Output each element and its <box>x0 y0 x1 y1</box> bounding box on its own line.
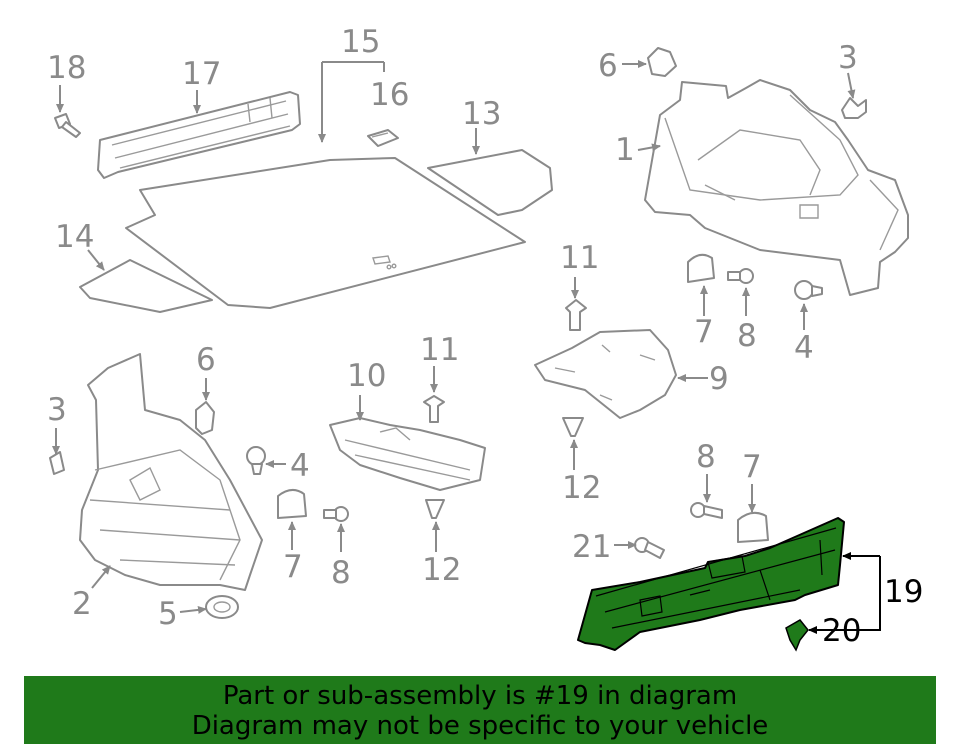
part-14-board[interactable] <box>79 259 213 313</box>
callout-9: 9 <box>709 361 729 397</box>
callout-3-upper: 3 <box>838 40 858 76</box>
part-8-bolt-upper[interactable] <box>727 268 754 284</box>
info-banner: Part or sub-assembly is #19 in diagram D… <box>24 676 936 744</box>
callout-15: 15 <box>341 24 380 60</box>
banner-line-1: Part or sub-assembly is #19 in diagram <box>222 681 738 711</box>
callout-2: 2 <box>72 586 92 622</box>
callout-12-right: 12 <box>562 470 601 506</box>
part-7-cap-upper[interactable] <box>687 253 715 283</box>
callout-21: 21 <box>572 529 611 565</box>
callout-14: 14 <box>55 219 94 255</box>
part-6-clip-left[interactable] <box>195 401 215 435</box>
part-19-sill-plate-highlighted[interactable] <box>577 517 845 651</box>
part-10-bracket[interactable] <box>329 417 486 491</box>
callout-labels: 18 17 15 16 13 14 6 3 1 11 7 8 4 9 12 10… <box>47 24 923 649</box>
part-11-clip-middle[interactable] <box>423 395 445 423</box>
callout-5: 5 <box>158 596 178 632</box>
part-12-clip-right[interactable] <box>562 417 584 437</box>
part-11-clip-right[interactable] <box>565 299 587 331</box>
part-1-quarter-trim[interactable] <box>644 79 909 296</box>
part-20-clip[interactable] <box>785 619 809 652</box>
part-9-cover[interactable] <box>534 329 677 419</box>
callout-8-upper: 8 <box>737 318 757 354</box>
callout-16: 16 <box>370 77 409 113</box>
part-4-clip-upper[interactable] <box>794 280 823 300</box>
part-8-bolt-lower[interactable] <box>690 502 723 519</box>
callout-1: 1 <box>615 132 635 168</box>
callout-20: 20 <box>822 613 861 649</box>
part-2-quarter-trim[interactable] <box>79 353 263 591</box>
part-3-clip-upper[interactable] <box>841 97 867 119</box>
callout-6-upper: 6 <box>598 48 618 84</box>
part-6-clip-upper[interactable] <box>647 47 677 77</box>
callout-8-lower: 8 <box>696 439 716 475</box>
part-15-floor-board[interactable] <box>125 157 526 309</box>
part-13-cover[interactable] <box>427 149 553 216</box>
part-17-deck-board-brace[interactable] <box>97 91 301 179</box>
part-4-clip-left[interactable] <box>246 446 266 475</box>
callout-12-middle: 12 <box>422 552 461 588</box>
part-21-bolt[interactable] <box>634 537 665 559</box>
callout-7-lower: 7 <box>742 449 762 485</box>
part-7-cap-lower[interactable] <box>737 511 769 543</box>
callout-6-left: 6 <box>196 342 216 378</box>
callout-13: 13 <box>462 96 501 132</box>
callout-7-upper: 7 <box>694 314 714 350</box>
callout-7-left: 7 <box>283 549 303 585</box>
banner-line-2: Diagram may not be specific to your vehi… <box>191 711 769 741</box>
part-12-clip-middle[interactable] <box>425 499 445 519</box>
part-7-cap-left[interactable] <box>277 489 307 519</box>
part-18-bolt[interactable] <box>54 113 81 138</box>
part-3-clip-left[interactable] <box>49 451 65 475</box>
callout-10: 10 <box>347 358 386 394</box>
part-16-clip[interactable] <box>367 129 399 147</box>
part-5-plug[interactable] <box>205 595 239 619</box>
callout-19: 19 <box>884 574 923 610</box>
part-8-bolt-left[interactable] <box>323 506 349 522</box>
leader-lines <box>52 60 881 634</box>
callout-4-left: 4 <box>290 448 310 484</box>
callout-18: 18 <box>47 50 86 86</box>
callout-11-right: 11 <box>560 240 599 276</box>
callout-8-left: 8 <box>331 555 351 591</box>
callout-11-middle: 11 <box>420 332 459 368</box>
callout-4-upper: 4 <box>794 330 814 366</box>
callout-17: 17 <box>182 56 221 92</box>
callout-3-left: 3 <box>47 392 67 428</box>
